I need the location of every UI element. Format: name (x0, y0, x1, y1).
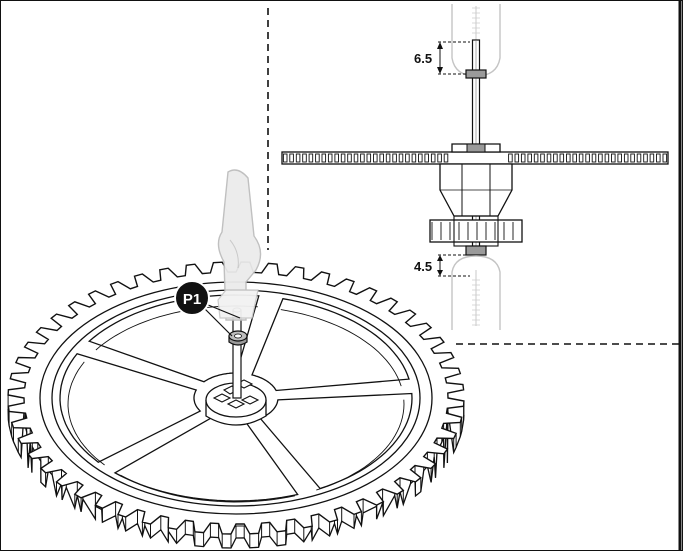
main-gear-windows (59, 294, 413, 503)
side-gear-tooth (623, 153, 629, 163)
small-gear-body (429, 219, 523, 243)
gear-rim-bottom-edge (7, 408, 465, 549)
side-gear-tooth (282, 153, 288, 163)
side-view-small-gear (429, 215, 523, 247)
side-gear-tooth (366, 153, 372, 163)
callout-label: P1 (183, 291, 201, 308)
isometric-axle (232, 307, 242, 399)
gear-window-depth (316, 399, 405, 491)
side-view-hub-collar (466, 143, 486, 153)
ghost-ruler-ticks-top (472, 7, 480, 34)
side-gear-tooth (604, 153, 610, 163)
side-gear-tooth (649, 153, 655, 163)
side-gear-tooth (327, 153, 333, 163)
side-gear-tooth (553, 153, 558, 163)
dimension-label-bottom: 4.5 (414, 259, 432, 274)
side-gear-tooth (418, 153, 423, 163)
side-gear-tooth (527, 153, 532, 163)
side-gear-tooth (315, 153, 320, 163)
gear-window-depth (280, 309, 402, 387)
side-gear-tooth (636, 153, 642, 163)
side-gear-tooth (334, 153, 339, 163)
side-gear-tooth (347, 153, 352, 163)
dimension-top: 6.5 (414, 41, 470, 75)
side-gear-body (281, 151, 669, 165)
side-gear-tooth (385, 153, 391, 163)
gear-window-depth (67, 361, 105, 466)
side-gear-tooth (617, 153, 622, 163)
side-gear-tooth (656, 153, 661, 163)
dimension-bottom: 4.5 (414, 254, 470, 277)
side-gear-tooth (302, 153, 307, 163)
side-view-large-gear (281, 151, 669, 165)
callout-bubble (174, 280, 210, 316)
side-view-elevation: 6.5 4.5 (281, 4, 669, 330)
side-gear-tooth (643, 153, 648, 163)
side-gear-tooth (559, 153, 565, 163)
side-gear-tooth (572, 153, 577, 163)
side-gear-tooth (437, 153, 442, 163)
side-gear-tooth (585, 153, 590, 163)
side-gear-tooth (546, 153, 552, 163)
side-gear-tooth (430, 153, 436, 163)
gear-window (59, 352, 202, 463)
side-gear-tooth (508, 153, 513, 163)
side-gear-tooth (295, 153, 301, 163)
side-view-top-washer (465, 69, 487, 79)
gear-window-depth (120, 474, 295, 503)
side-gear-tooth (405, 153, 410, 163)
isometric-gear-assembly: P1 (7, 169, 465, 549)
side-gear-teeth (282, 153, 668, 163)
side-gear-tooth (379, 153, 384, 163)
isometric-washer-highlight (228, 330, 248, 346)
side-gear-tooth (611, 153, 616, 163)
ghost-ruler-ticks-bottom (472, 279, 480, 326)
side-gear-tooth (289, 153, 294, 163)
side-gear-tooth (443, 153, 449, 163)
side-gear-tooth (424, 153, 429, 163)
side-gear-tooth (353, 153, 359, 163)
side-gear-tooth (514, 153, 520, 163)
side-gear-tooth (340, 153, 346, 163)
isometric-handle-ghost (217, 169, 262, 321)
side-gear-tooth (360, 153, 365, 163)
side-gear-tooth (662, 153, 668, 163)
dimension-label-top: 6.5 (414, 51, 432, 66)
main-gear-hub (205, 379, 267, 426)
side-gear-tooth (533, 153, 539, 163)
gear-window (251, 297, 410, 392)
side-gear-tooth (321, 153, 327, 163)
side-gear-tooth (591, 153, 597, 163)
side-gear-tooth (398, 153, 404, 163)
side-gear-tooth (566, 153, 571, 163)
side-gear-tooth (520, 153, 526, 163)
side-gear-tooth (578, 153, 584, 163)
callout-p1: P1 (174, 280, 210, 316)
side-view-bottom-washer (465, 245, 487, 256)
side-gear-tooth (411, 153, 417, 163)
side-gear-tooth (373, 153, 378, 163)
small-gear-teeth (431, 222, 514, 240)
side-gear-tooth (630, 153, 635, 163)
side-gear-tooth (540, 153, 545, 163)
side-gear-tooth (598, 153, 603, 163)
side-gear-tooth (392, 153, 397, 163)
side-gear-tooth (308, 153, 314, 163)
